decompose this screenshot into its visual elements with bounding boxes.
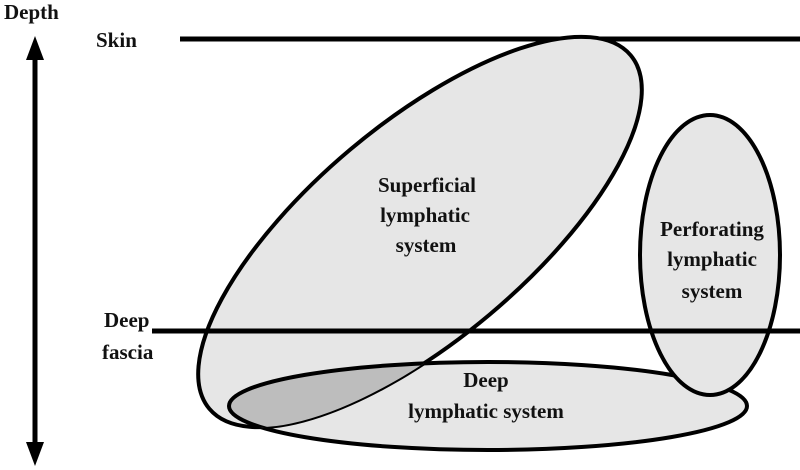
superficial-label-line1: Superficial — [378, 173, 476, 197]
perforating-lymphatic-ellipse — [638, 113, 782, 397]
skin-label: Skin — [96, 28, 137, 52]
deep-label-line2: lymphatic system — [408, 399, 564, 423]
depth-axis-label: Depth — [4, 0, 59, 24]
deep-fascia-label-line1: Deep — [104, 308, 150, 332]
perforating-label-line3: system — [682, 279, 743, 303]
superficial-label-line2: lymphatic — [380, 203, 470, 227]
perforating-label-line1: Perforating — [660, 217, 764, 241]
deep-fascia-label-line2: fascia — [102, 340, 154, 364]
superficial-system-label: Superficial lymphatic system — [378, 173, 476, 257]
deep-system-label: Deep lymphatic system — [408, 368, 564, 423]
perforating-label-line2: lymphatic — [667, 247, 757, 271]
depth-axis-arrow — [26, 36, 44, 466]
deep-label-line1: Deep — [463, 368, 509, 392]
perforating-system-label: Perforating lymphatic system — [660, 217, 764, 303]
superficial-label-line3: system — [396, 233, 457, 257]
